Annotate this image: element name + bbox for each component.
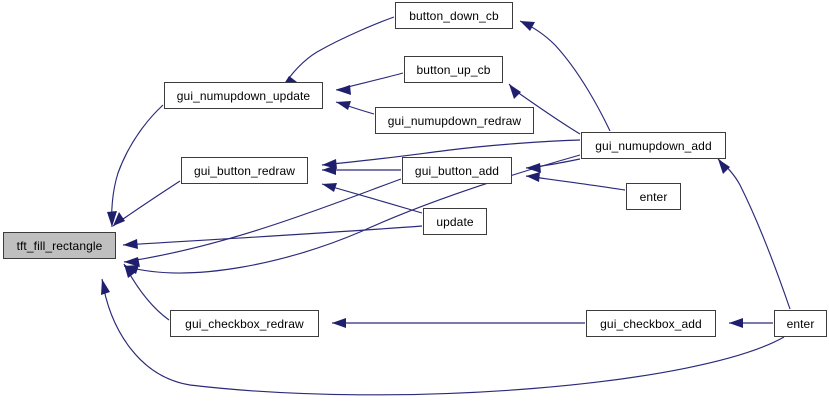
- arrowhead-enter_bottom-to-tft_fill_rectangle: [101, 279, 110, 295]
- graph-node-label: gui_numupdown_redraw: [387, 113, 522, 128]
- arrowhead-gui_numupdown_add-to-button_down_cb: [520, 21, 535, 31]
- arrowhead-gui_numupdown_redraw-to-gui_numupdown_update: [336, 101, 351, 110]
- edge-enter_bottom-to-tft_fill_rectangle: [101, 278, 785, 396]
- graph-node-gui_button_redraw[interactable]: gui_button_redraw: [181, 157, 308, 184]
- edge-update-to-tft_fill_rectangle: [122, 225, 423, 246]
- graph-node-label: enter: [639, 189, 668, 204]
- arrowhead-gui_numupdown_add-to-button_up_cb: [509, 84, 521, 99]
- edge-enter_bottom-to-gui_numupdown_add: [717, 158, 791, 310]
- arrowhead-gui_numupdown_update-to-tft_fill_rectangle: [107, 211, 117, 227]
- graph-node-tft_fill_rectangle[interactable]: tft_fill_rectangle: [3, 232, 116, 259]
- graph-node-label: button_down_cb: [409, 8, 499, 23]
- arrowhead-gui_button_add-to-tft_fill_rectangle: [124, 257, 140, 267]
- graph-node-gui_numupdown_add[interactable]: gui_numupdown_add: [581, 132, 726, 159]
- graph-node-gui_numupdown_redraw[interactable]: gui_numupdown_redraw: [375, 107, 534, 134]
- arrowhead-gui_numupdown_add-to-gui_button_add: [526, 163, 541, 173]
- graph-node-label: tft_fill_rectangle: [16, 238, 103, 253]
- graph-node-update[interactable]: update: [423, 208, 487, 235]
- arrowhead-enter_bottom-to-gui_checkbox_add: [729, 318, 743, 328]
- graph-node-gui_checkbox_redraw[interactable]: gui_checkbox_redraw: [170, 310, 319, 337]
- graph-node-gui_checkbox_add[interactable]: gui_checkbox_add: [586, 310, 716, 337]
- edge-gui_numupdown_update-to-tft_fill_rectangle: [111, 104, 164, 228]
- graph-node-label: gui_numupdown_add: [595, 138, 712, 153]
- graph-node-label: gui_button_redraw: [193, 163, 296, 178]
- graph-node-label: enter: [786, 316, 815, 331]
- arrowhead-gui_checkbox_redraw-to-tft_fill_rectangle: [124, 264, 136, 278]
- edge-gui_numupdown_add-to-tft_fill_rectangle: [123, 154, 581, 274]
- arrowhead-update-to-gui_button_redraw: [322, 183, 337, 192]
- arrowhead-gui_button_add-to-gui_button_redraw: [322, 165, 336, 175]
- arrowhead-update-to-tft_fill_rectangle: [123, 239, 138, 249]
- arrowhead-gui_button_redraw-to-tft_fill_rectangle: [113, 212, 125, 226]
- graph-node-gui_numupdown_update[interactable]: gui_numupdown_update: [164, 82, 323, 109]
- edge-enter_top-to-gui_button_add: [525, 175, 626, 191]
- arrowhead-gui_checkbox_add-to-gui_checkbox_redraw: [332, 318, 346, 328]
- graph-node-label: gui_numupdown_update: [176, 88, 311, 103]
- graph-node-label: gui_checkbox_add: [600, 316, 702, 331]
- graph-node-button_up_cb[interactable]: button_up_cb: [404, 56, 503, 83]
- edge-update-to-gui_button_redraw: [321, 183, 423, 214]
- graph-node-enter_bottom[interactable]: enter: [774, 310, 827, 337]
- graph-node-label: update: [436, 214, 474, 229]
- edge-gui_numupdown_add-to-gui_button_redraw: [321, 139, 581, 166]
- graph-node-label: gui_checkbox_redraw: [185, 316, 304, 331]
- graph-node-label: button_up_cb: [416, 62, 491, 77]
- graph-node-gui_button_add[interactable]: gui_button_add: [402, 157, 512, 184]
- graph-node-button_down_cb[interactable]: button_down_cb: [395, 2, 513, 29]
- graph-node-enter_top[interactable]: enter: [626, 183, 681, 210]
- edge-gui_button_add-to-tft_fill_rectangle: [123, 178, 402, 263]
- edge-button_down_cb-to-gui_numupdown_update: [280, 16, 395, 90]
- arrowhead-enter_top-to-gui_button_add: [526, 172, 540, 182]
- arrowhead-button_up_cb-to-gui_numupdown_update: [336, 85, 351, 95]
- arrowhead-enter_bottom-to-gui_numupdown_add: [718, 159, 730, 174]
- graph-node-label: gui_button_add: [414, 163, 500, 178]
